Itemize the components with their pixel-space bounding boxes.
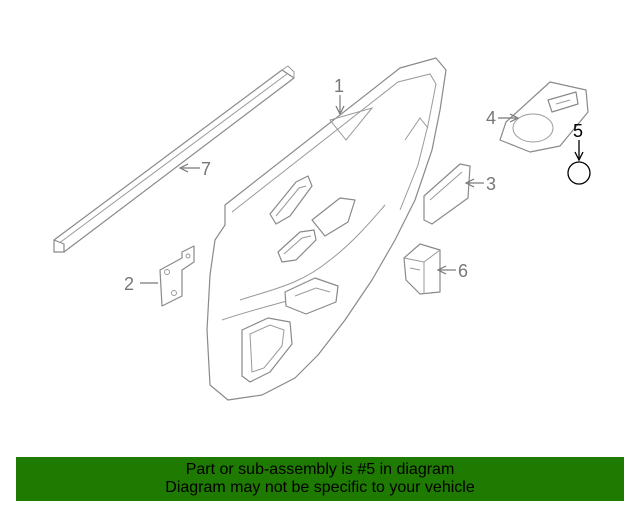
leader-5-arrow: [574, 151, 584, 162]
leader-1-arrow: [335, 105, 345, 116]
part-6-clip: [403, 243, 441, 295]
leader-lines: [140, 95, 584, 284]
part-2-bracket: [159, 245, 195, 307]
part-3-pad: [423, 163, 471, 225]
part-5-ring: [567, 161, 591, 185]
banner-line-disclaimer: Diagram may not be specific to your vehi…: [165, 479, 475, 496]
leader-3-arrow: [464, 178, 475, 188]
callout-6: 6: [458, 261, 468, 281]
part-1-door-trim: [206, 57, 447, 401]
callout-3: 3: [486, 174, 496, 194]
part-7-weatherstrip: [53, 65, 295, 253]
callout-labels: 1 2 3 4 5 6 7: [124, 76, 583, 294]
banner-line-part-number: Part or sub-assembly is #5 in diagram: [185, 461, 455, 478]
leader-6-arrow: [436, 265, 447, 275]
parts-diagram: 1 2 3 4 5 6 7: [53, 57, 591, 401]
leader-4-arrow: [509, 113, 520, 123]
part-4-window-switch: [499, 81, 589, 153]
callout-4: 4: [486, 108, 496, 128]
diagram-notice-banner: Part or sub-assembly is #5 in diagram Di…: [16, 457, 624, 501]
callout-7: 7: [201, 159, 211, 179]
leader-7-arrow: [178, 163, 189, 173]
callout-2: 2: [124, 274, 134, 294]
callout-5: 5: [573, 121, 583, 141]
callout-1: 1: [334, 76, 344, 96]
